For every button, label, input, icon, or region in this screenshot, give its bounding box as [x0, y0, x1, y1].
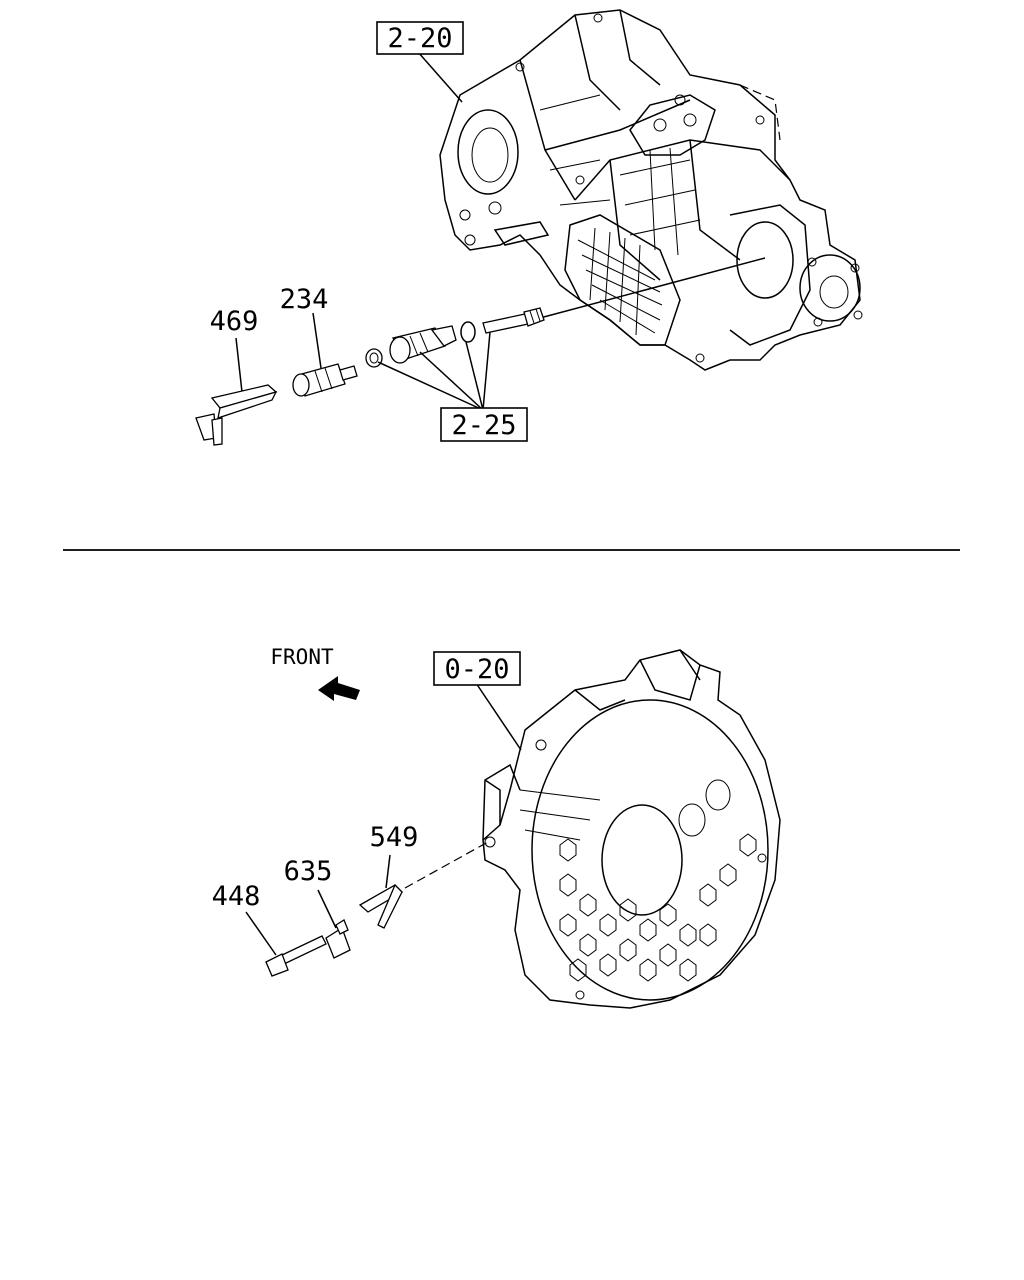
- ref-box-2-25: 2-25: [440, 407, 528, 442]
- ref-box-0-20: 0-20: [433, 651, 521, 686]
- honeycomb-ribs: [559, 833, 757, 982]
- part-469-clip: 469: [195, 306, 278, 446]
- part-448-bolt: 448: [212, 881, 327, 977]
- speedo-gear-parts: [365, 257, 766, 368]
- ref-label-0-20: 0-20: [444, 654, 509, 685]
- front-label: FRONT: [270, 645, 334, 669]
- part-234-speed-sensor: 234: [280, 284, 358, 397]
- flywheel-housing: [482, 649, 781, 1009]
- front-direction-indicator: FRONT: [270, 645, 360, 701]
- ref-box-2-20: 2-20: [376, 21, 464, 55]
- part-label-448: 448: [212, 881, 261, 912]
- part-label-549: 549: [370, 822, 419, 853]
- front-arrow-icon: [318, 676, 360, 701]
- ref-label-2-25: 2-25: [451, 410, 516, 441]
- transmission-assembly: [439, 9, 863, 371]
- part-label-635: 635: [284, 856, 333, 887]
- part-label-469: 469: [210, 306, 259, 337]
- part-549-bracket: 549: [358, 822, 419, 929]
- ref-label-2-20: 2-20: [387, 23, 452, 54]
- part-label-234: 234: [280, 284, 329, 315]
- part-635-sensor: 635: [284, 856, 351, 959]
